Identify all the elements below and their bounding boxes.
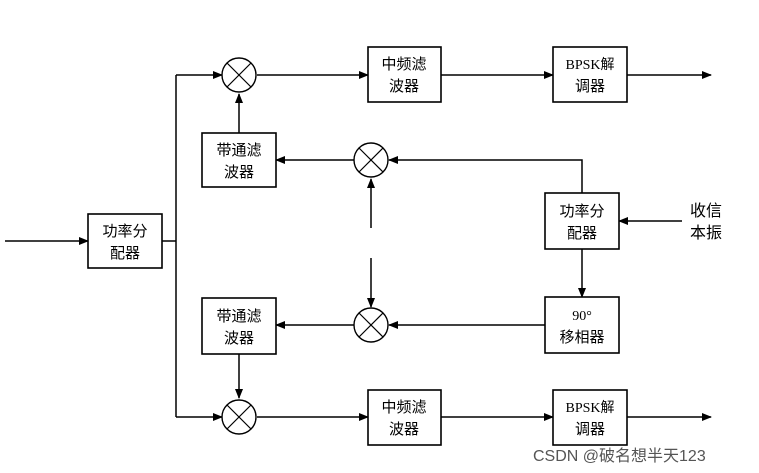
watermark-text: CSDN @破名想半天123 (533, 448, 706, 465)
block-label-line1: BPSK解 (565, 400, 614, 416)
block-label-line2: 调器 (575, 420, 605, 438)
phase-shifter-90-block: 90° 移相器 (544, 296, 620, 354)
block-label-line2: 波器 (224, 163, 254, 181)
mixer-top (221, 57, 257, 93)
block-label-line1: 带通滤 (216, 307, 261, 325)
if-filter-bottom-block: 中频滤 波器 (367, 389, 442, 446)
lo-input-label-line2: 本振 (690, 223, 722, 242)
block-label-line1: BPSK解 (565, 57, 614, 73)
block-label-line2: 移相器 (559, 328, 604, 346)
mixer-middle-lower (353, 307, 389, 343)
block-label-line2: 调器 (575, 77, 605, 95)
mixer-middle-upper (353, 142, 389, 178)
block-label-line2: 波器 (389, 420, 419, 438)
bandpass-filter-top-block: 带通滤 波器 (201, 132, 277, 188)
bandpass-filter-bottom-block: 带通滤 波器 (201, 297, 277, 355)
if-filter-top-block: 中频滤 波器 (367, 46, 442, 103)
bpsk-demodulator-top-block: BPSK解 调器 (552, 46, 628, 103)
bpsk-demodulator-bottom-block: BPSK解 调器 (552, 389, 628, 446)
block-label-line2: 配器 (110, 244, 140, 262)
power-splitter-input-block: 功率分 配器 (87, 213, 163, 269)
block-label-line2: 配器 (567, 224, 597, 242)
power-splitter-lo-block: 功率分 配器 (544, 192, 620, 250)
block-label-line2: 波器 (224, 329, 254, 347)
wires (5, 71, 712, 421)
block-label-line2: 波器 (389, 77, 419, 95)
lo-splitter-to-mid-mixer-arrow (388, 156, 583, 193)
block-label-line1: 带通滤 (216, 141, 261, 159)
block-label-line1: 功率分 (102, 222, 147, 240)
block-label-line1: 中频滤 (381, 55, 426, 73)
block-label-line1: 功率分 (559, 202, 604, 220)
lo-input-label-line1: 收信 (690, 201, 722, 220)
mixer-bottom (221, 399, 257, 435)
block-label-line1: 90° (572, 309, 592, 324)
block-label-line1: 中频滤 (381, 398, 426, 416)
